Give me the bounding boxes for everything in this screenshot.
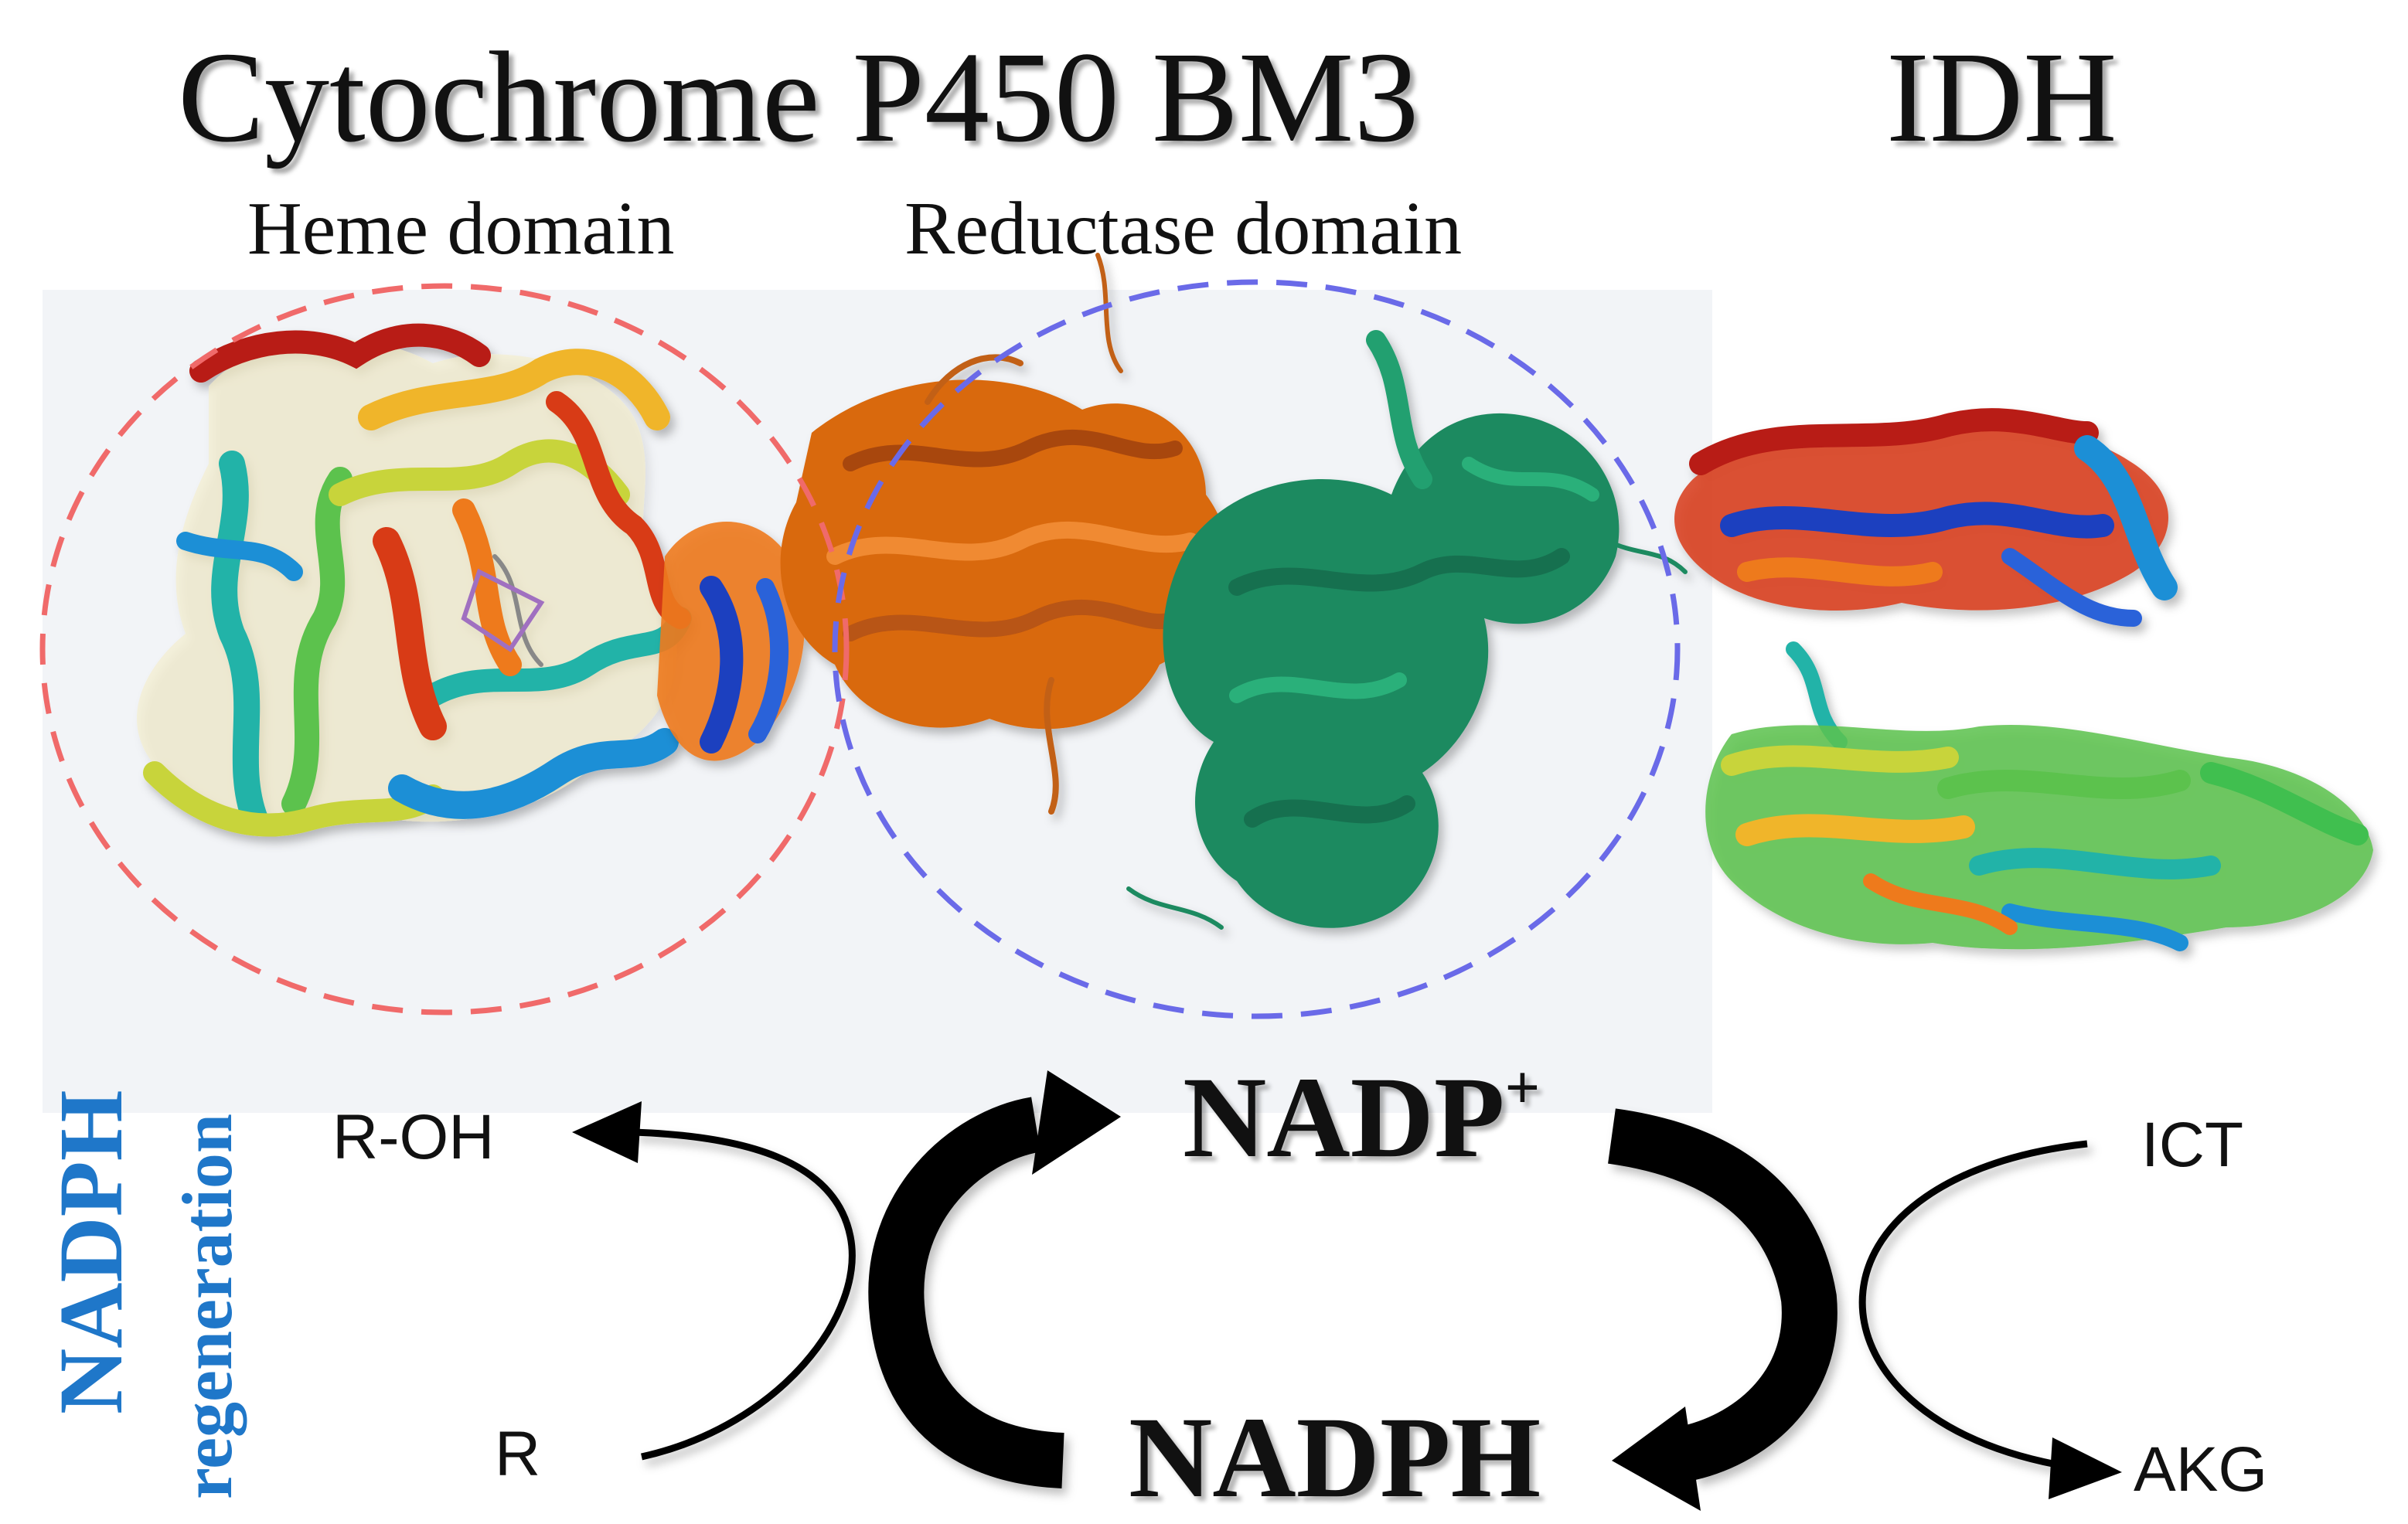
label-r-oh: R-OH (332, 1102, 495, 1172)
title-idh: IDH (1886, 26, 2117, 169)
reductase-domain-structure-icon (657, 253, 1688, 930)
nadph-to-nadp-arrowhead (1032, 1070, 1121, 1175)
nadph-to-nadp-arrow (868, 1097, 1065, 1488)
nadp-text: NADP (1183, 1053, 1505, 1182)
nadp-to-nadph-arrowhead (1612, 1407, 1701, 1511)
label-heme-domain: Heme domain (247, 187, 675, 270)
reductase-domain-outline (832, 279, 1681, 1019)
heme-domain-outline (39, 283, 850, 1015)
label-nadp-plus: NADP+ (1183, 1051, 1540, 1184)
ict-to-akg-arrow (1858, 1140, 2088, 1468)
idh-structure-icon (1674, 408, 2373, 951)
label-r: R (495, 1419, 541, 1489)
r-to-roh-arrowhead (572, 1101, 642, 1163)
label-akg: AKG (2134, 1434, 2268, 1505)
heme-domain-structure-icon (137, 323, 692, 837)
side-label-nadph: NADPH (40, 1090, 141, 1414)
side-label-regeneration: regeneration (168, 1113, 247, 1499)
r-to-roh-arrow (633, 1128, 856, 1461)
label-nadph: NADPH (1129, 1393, 1541, 1522)
label-reductase-domain: Reductase domain (904, 187, 1463, 270)
nadp-to-nadph-arrow (1607, 1108, 1838, 1481)
ict-to-akg-arrowhead (2049, 1437, 2122, 1499)
label-ict: ICT (2141, 1110, 2244, 1180)
nadp-charge: + (1504, 1054, 1541, 1122)
title-cytochrome-p450-bm3: Cytochrome P450 BM3 (178, 26, 1419, 169)
